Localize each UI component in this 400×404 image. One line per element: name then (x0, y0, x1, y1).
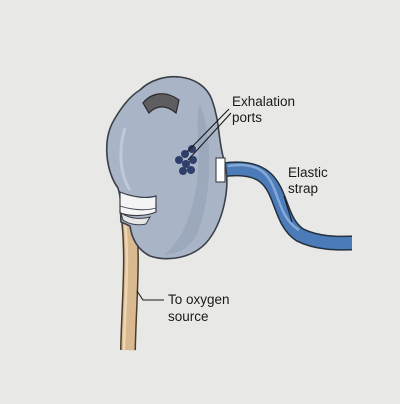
label-oxygen-source: To oxygen source (168, 292, 233, 324)
leader-elastic-strap (283, 195, 293, 223)
elastic-strap (220, 161, 353, 251)
label-exhalation-ports: Exhalation ports (232, 94, 299, 125)
strap-clip (215, 157, 226, 183)
oxygen-mask (105, 75, 228, 260)
label-elastic-strap: Elastic strap (288, 165, 332, 196)
leader-exhalation-2 (187, 112, 232, 161)
oxygen-tubing (120, 210, 139, 351)
leader-oxygen-source (136, 290, 164, 301)
leader-exhalation-1 (186, 108, 230, 153)
leader-lines (136, 108, 293, 301)
